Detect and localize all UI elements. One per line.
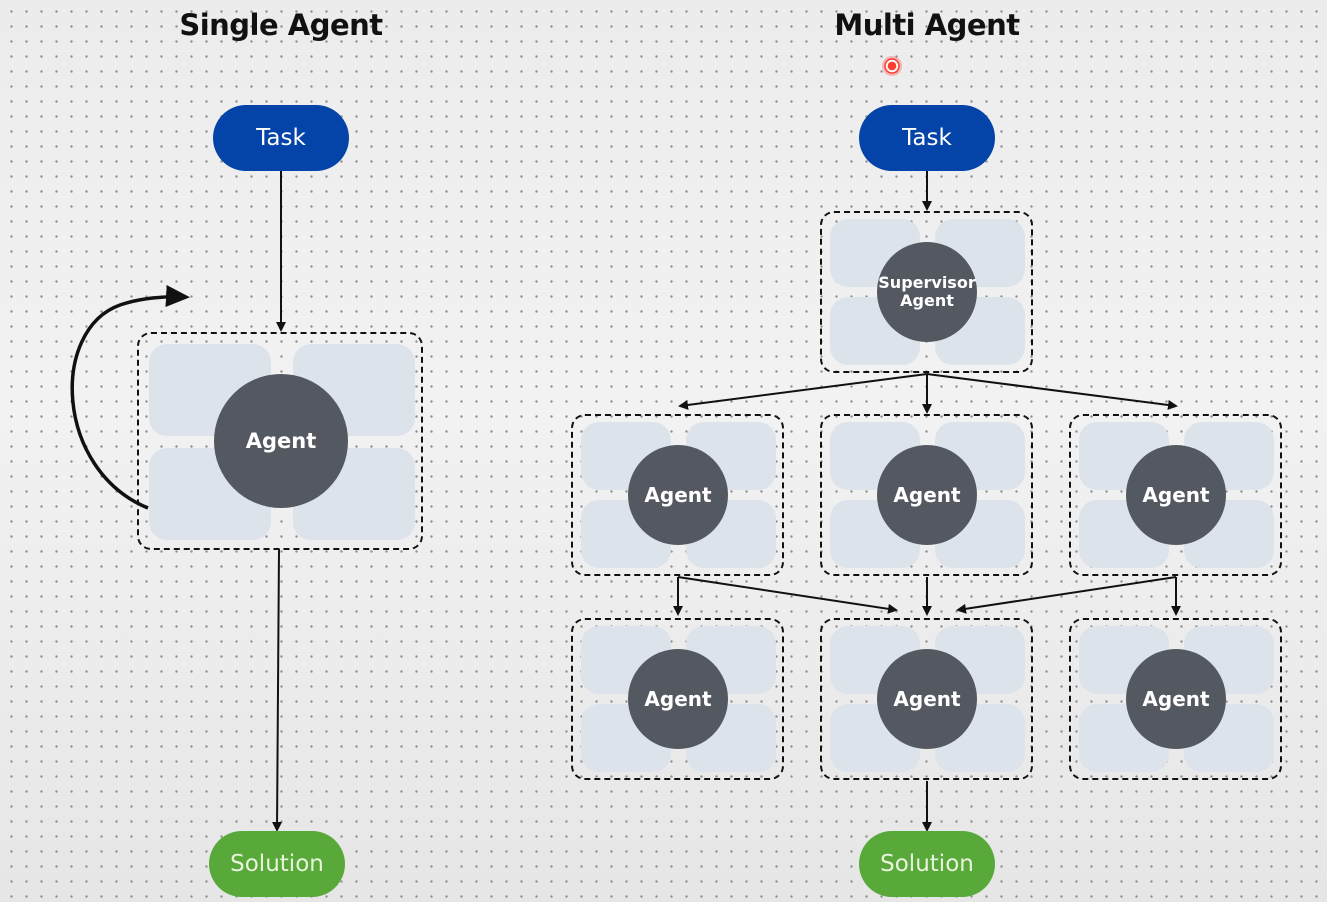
supervisor-agent-node: Supervisor Agent	[877, 242, 977, 342]
supervisor-agent-box: Supervisor Agent	[820, 211, 1033, 373]
agent-box-4: Agent	[571, 618, 784, 780]
agent-node-6: Agent	[1126, 649, 1226, 749]
agent-node-4: Agent	[628, 649, 728, 749]
agent-box-6: Agent	[1069, 618, 1282, 780]
agent-box-2: Agent	[820, 414, 1033, 576]
arrow-supervisor-to-agent-1	[678, 373, 928, 410]
loop-arrow	[70, 285, 190, 510]
arrow-supervisor-to-agent-3	[926, 373, 1178, 410]
multi-task-node: Task	[859, 105, 995, 171]
multi-solution-node: Solution	[859, 831, 995, 897]
agent-node-2: Agent	[877, 445, 977, 545]
supervisor-label-line2: Agent	[900, 291, 954, 310]
supervisor-label-line1: Supervisor	[878, 273, 976, 292]
pointer-dot-icon	[882, 56, 902, 76]
single-agent-box: Agent	[137, 332, 423, 550]
multi-agent-title: Multi Agent	[834, 8, 1020, 42]
agent-node-3: Agent	[1126, 445, 1226, 545]
arrow-agent-1-to-agent-5	[677, 576, 898, 614]
arrow-agent-to-solution	[272, 548, 283, 832]
agent-node-1: Agent	[628, 445, 728, 545]
single-solution-node: Solution	[209, 831, 345, 897]
agent-box-1: Agent	[571, 414, 784, 576]
agent-label: Agent	[1142, 687, 1210, 711]
single-agent-label: Agent	[245, 429, 317, 453]
agent-box-3: Agent	[1069, 414, 1282, 576]
agent-box-5: Agent	[820, 618, 1033, 780]
arrow-agent-3-to-agent-5	[956, 576, 1177, 614]
agent-label: Agent	[644, 687, 712, 711]
agent-label: Agent	[1142, 483, 1210, 507]
agent-label: Agent	[893, 687, 961, 711]
single-task-node: Task	[213, 105, 349, 171]
agent-label: Agent	[644, 483, 712, 507]
agent-node-5: Agent	[877, 649, 977, 749]
single-agent-title: Single Agent	[179, 8, 383, 42]
single-agent-node: Agent	[214, 374, 348, 508]
agent-label: Agent	[893, 483, 961, 507]
